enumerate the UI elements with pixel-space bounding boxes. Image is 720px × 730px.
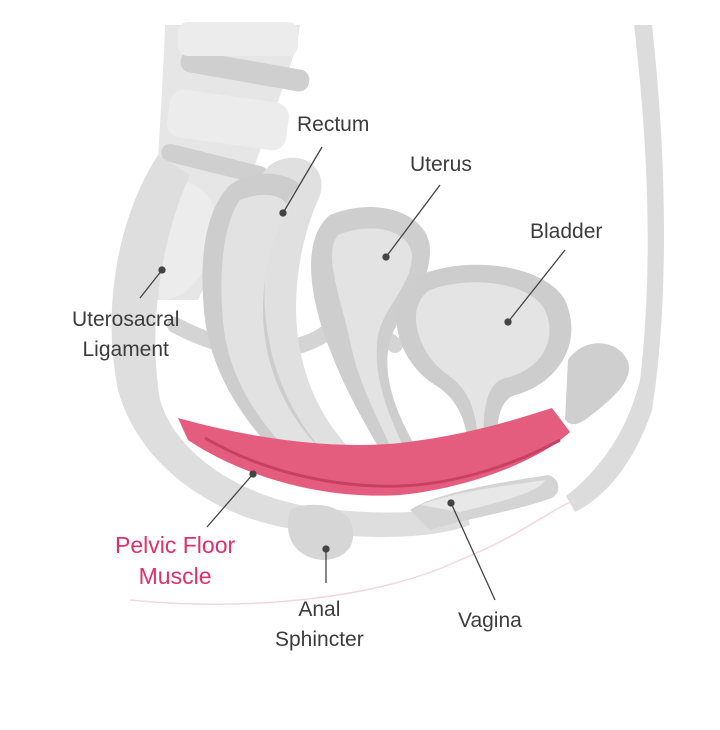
- posterior-tissue: [111, 155, 470, 537]
- label-bladder-text: Bladder: [530, 220, 603, 243]
- label-uterosacral-ligament: Uterosacral Ligament: [72, 305, 179, 365]
- label-vagina: Vagina: [458, 606, 522, 636]
- label-rectum: Rectum: [297, 110, 369, 140]
- label-anal-sphincter: Anal Sphincter: [275, 595, 364, 655]
- label-anal-line2: Sphincter: [275, 628, 364, 651]
- bladder: [396, 264, 572, 460]
- label-anal-line1: Anal: [298, 598, 341, 621]
- pelvic-floor-muscle-line: [204, 436, 561, 488]
- anal-sphincter: [287, 504, 354, 560]
- label-pelvic-floor-line1: Pelvic Floor: [115, 532, 236, 558]
- skin-line: [129, 499, 576, 605]
- label-uterosacral-line1: Uterosacral: [72, 308, 180, 331]
- pubic-bone: [565, 343, 630, 425]
- label-bladder: Bladder: [530, 217, 602, 247]
- label-uterus: Uterus: [410, 150, 472, 180]
- label-rectum-text: Rectum: [297, 113, 370, 136]
- abdominal-wall: [566, 25, 664, 512]
- label-pelvic-floor-muscle: Pelvic Floor Muscle: [115, 530, 235, 592]
- leader-lines: [139, 146, 566, 601]
- label-pelvic-floor-line2: Muscle: [138, 563, 212, 589]
- rectum: [202, 157, 370, 490]
- label-vagina-text: Vagina: [458, 609, 522, 632]
- label-uterosacral-line2: Ligament: [82, 338, 169, 361]
- uterus: [311, 207, 430, 470]
- label-uterus-text: Uterus: [410, 153, 472, 176]
